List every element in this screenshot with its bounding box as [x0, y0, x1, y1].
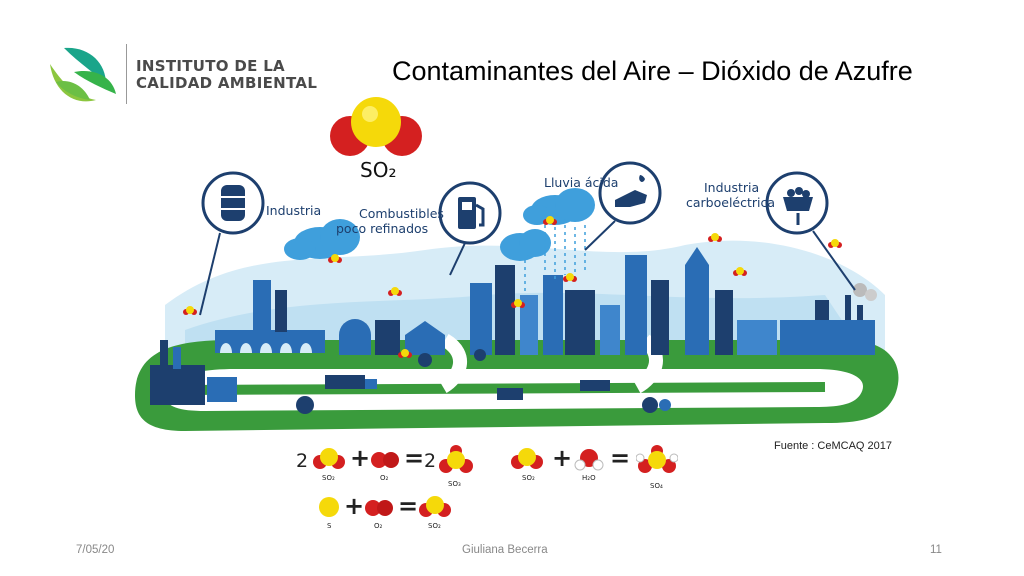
eq2-plus: + [552, 444, 573, 472]
so4-molecule-icon [636, 445, 678, 473]
so2-molecule-icon [313, 448, 345, 469]
equation-3: S + O₂ = SO₂ [300, 492, 460, 532]
eq1-sub-so3: SO₃ [448, 480, 461, 488]
h2o-molecule-icon [574, 449, 604, 471]
sulfur-atom-icon [319, 497, 339, 517]
eq3-sub-o2: O₂ [374, 522, 383, 530]
o2-molecule-icon [371, 452, 399, 468]
logo-line-1: INSTITUTO DE LA [136, 57, 285, 75]
barrel-icon [221, 185, 245, 221]
footer-author: Giuliana Becerra [462, 544, 548, 556]
page-title: Contaminantes del Aire – Dióxido de Azuf… [392, 56, 913, 86]
hand-rain-icon [615, 175, 647, 207]
o2-molecule-icon [365, 500, 393, 516]
logo: INSTITUTO DE LA CALIDAD AMBIENTAL [44, 42, 344, 108]
footer-page-number: 11 [930, 544, 942, 556]
eq1-plus: + [350, 444, 371, 472]
eq1-coefficient-2: 2 [424, 450, 437, 472]
equation-1: 2 SO₂ + O₂ = 2 SO₃ [290, 440, 490, 496]
label-lluvia-acida: Lluvia ácida [544, 175, 619, 190]
label-carbo-1: Industria [704, 180, 760, 195]
eq1-equals: = [404, 444, 425, 472]
label-combustibles-1: Combustibles [359, 206, 444, 221]
eq3-equals: = [398, 492, 419, 520]
eq1-sub-so2: SO₂ [322, 474, 335, 482]
eq3-plus: + [344, 492, 365, 520]
eq1-coefficient-1: 2 [296, 450, 309, 472]
label-combustibles-2: poco refinados [336, 221, 429, 236]
label-industria: Industria [266, 203, 322, 218]
leaf-logo-icon [50, 47, 116, 102]
eq2-sub-so4: SO₄ [650, 482, 663, 490]
so2-molecule-icon [330, 97, 422, 156]
so2-molecule-icon [511, 448, 543, 469]
label-carbo-2: carboeléctrica [686, 195, 776, 210]
eq2-sub-h2o: H₂O [582, 474, 596, 482]
footer-date: 7/05/20 [76, 544, 115, 556]
so2-molecule-icon [419, 496, 451, 517]
equation-2: SO₂ + H₂O = SO₄ [508, 440, 688, 496]
logo-divider [126, 44, 127, 104]
so2-label: SO₂ [360, 158, 397, 182]
so2-molecule: SO₂ [326, 96, 426, 186]
eq1-sub-o2: O₂ [380, 474, 389, 482]
source-caption: Fuente : CeMCAQ 2017 [774, 440, 893, 452]
eq2-equals: = [610, 444, 631, 472]
so3-molecule-icon [439, 445, 473, 473]
coal-plant-icon [783, 187, 813, 225]
pollution-illustration [135, 161, 899, 431]
eq3-sub-s: S [327, 522, 332, 530]
eq3-sub-so2: SO₂ [428, 522, 441, 530]
logo-line-2: CALIDAD AMBIENTAL [136, 74, 318, 92]
eq2-sub-so2: SO₂ [522, 474, 535, 482]
